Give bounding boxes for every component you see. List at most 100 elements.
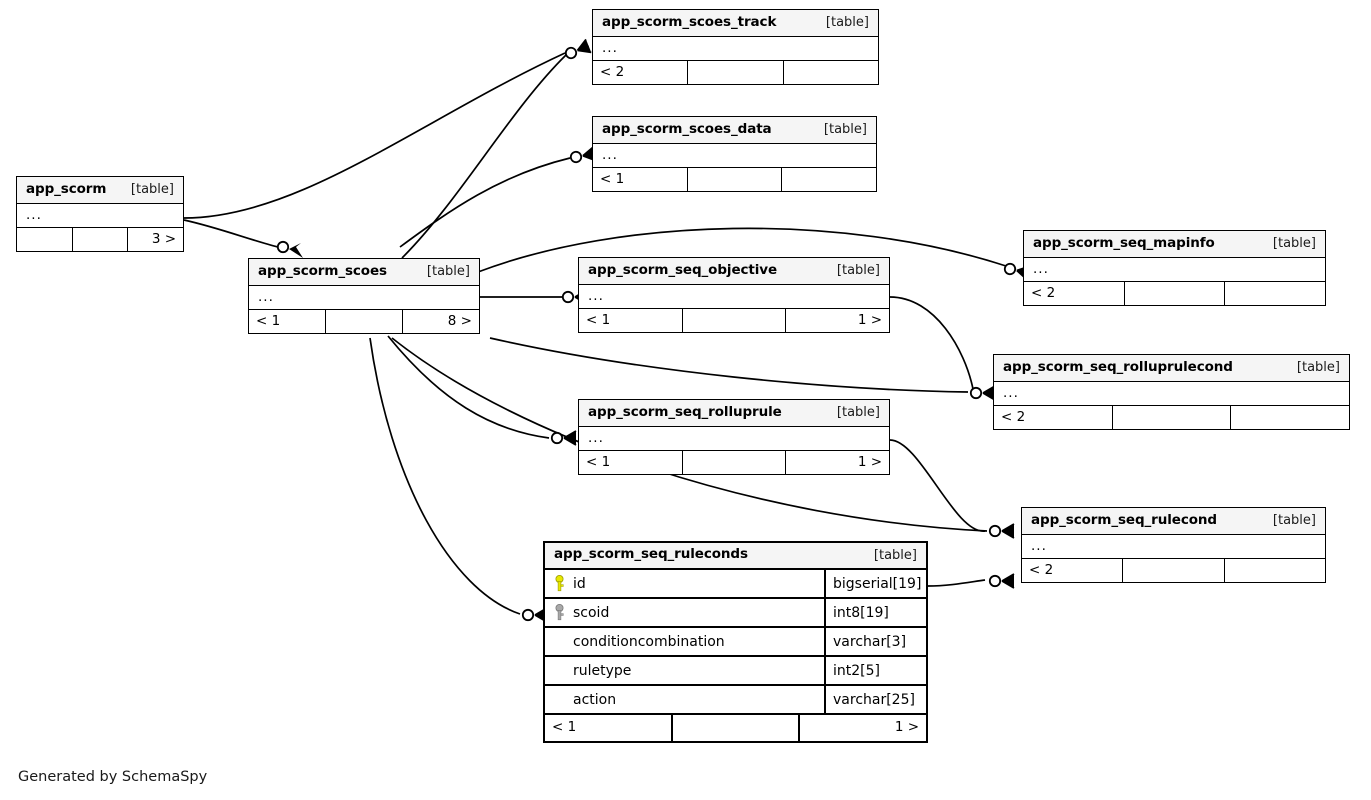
table-columns-collapsed[interactable]: ...: [17, 204, 183, 228]
table-columns-collapsed[interactable]: ...: [994, 382, 1349, 406]
table-title: app_scorm_scoes_track: [602, 13, 777, 30]
table-footer: < 2: [593, 61, 878, 84]
column-type: int2[5]: [833, 662, 880, 679]
table-kind-label: [table]: [873, 547, 917, 563]
table-footer: 3 >: [17, 228, 183, 251]
footer-middle: [1113, 406, 1232, 429]
table-row[interactable]: action varchar[25]: [545, 686, 926, 715]
table-title: app_scorm_seq_rolluprulecond: [1003, 358, 1233, 375]
table-node-app-scorm-seq-objective[interactable]: app_scorm_seq_objective [table] ... < 1 …: [578, 257, 890, 333]
column-name: id: [573, 575, 586, 592]
table-title: app_scorm_seq_rulecond: [1031, 511, 1217, 528]
table-row[interactable]: id bigserial[19]: [545, 570, 926, 599]
footer-children-count: [1231, 406, 1349, 429]
table-header: app_scorm_seq_ruleconds [table]: [545, 543, 926, 570]
table-node-app-scorm-seq-rolluprule[interactable]: app_scorm_seq_rolluprule [table] ... < 1…: [578, 399, 890, 475]
column-type: bigserial[19]: [833, 575, 922, 592]
footer-middle: [326, 310, 403, 333]
footer-children-count: 1 >: [857, 453, 883, 470]
footer-children-count: 8 >: [447, 312, 472, 329]
table-footer: < 2: [994, 406, 1349, 429]
generated-by-credit: Generated by SchemaSpy: [18, 769, 208, 785]
footer-middle: [1123, 559, 1225, 582]
table-columns-collapsed[interactable]: ...: [1024, 258, 1325, 282]
footer-children-count: [782, 168, 876, 191]
table-columns-collapsed[interactable]: ...: [1022, 535, 1325, 559]
footer-middle: [683, 451, 787, 474]
table-node-app-scorm-seq-ruleconds[interactable]: app_scorm_seq_ruleconds [table] id bigse…: [543, 541, 928, 743]
table-columns-collapsed[interactable]: ...: [249, 286, 479, 310]
table-header: app_scorm_seq_rulecond [table]: [1022, 508, 1325, 535]
column-name: scoid: [573, 604, 610, 621]
table-row[interactable]: conditioncombination varchar[3]: [545, 628, 926, 657]
foreign-key-icon: [553, 604, 566, 621]
table-kind-label: [table]: [836, 263, 880, 278]
table-node-app-scorm-seq-mapinfo[interactable]: app_scorm_seq_mapinfo [table] ... < 2: [1023, 230, 1326, 306]
table-kind-label: [table]: [1272, 513, 1316, 528]
footer-children-count: [1225, 559, 1325, 582]
table-kind-label: [table]: [130, 182, 174, 197]
table-title: app_scorm_seq_objective: [588, 261, 778, 278]
footer-parents-count: < 1: [579, 451, 683, 474]
table-kind-label: [table]: [836, 405, 880, 420]
column-type: varchar[25]: [833, 691, 915, 708]
table-node-app-scorm-seq-rulecond[interactable]: app_scorm_seq_rulecond [table] ... < 2: [1021, 507, 1326, 583]
table-header: app_scorm_seq_rolluprulecond [table]: [994, 355, 1349, 382]
table-title: app_scorm_scoes_data: [602, 120, 772, 137]
column-name-cell: scoid: [545, 599, 826, 626]
table-footer: < 1 8 >: [249, 310, 479, 333]
table-columns-collapsed[interactable]: ...: [593, 144, 876, 168]
footer-middle: [673, 715, 801, 741]
table-kind-label: [table]: [1296, 360, 1340, 375]
column-name-cell: ruletype: [545, 657, 826, 684]
table-footer: < 1 1 >: [579, 451, 889, 474]
table-node-app-scorm-seq-rolluprulecond[interactable]: app_scorm_seq_rolluprulecond [table] ...…: [993, 354, 1350, 430]
table-columns-collapsed[interactable]: ...: [593, 37, 878, 61]
footer-children-count: [784, 61, 878, 84]
column-name: conditioncombination: [573, 633, 725, 650]
table-node-app-scorm[interactable]: app_scorm [table] ... 3 >: [16, 176, 184, 252]
table-node-app-scorm-scoes-data[interactable]: app_scorm_scoes_data [table] ... < 1: [592, 116, 877, 192]
footer-children-count: 3 >: [151, 230, 177, 247]
table-footer: < 1 1 >: [545, 715, 926, 741]
footer-middle: [688, 168, 783, 191]
table-kind-label: [table]: [1272, 236, 1316, 251]
table-title: app_scorm_seq_mapinfo: [1033, 234, 1215, 251]
footer-parents-count: < 2: [994, 406, 1113, 429]
column-name: action: [573, 691, 617, 708]
column-name: ruletype: [573, 662, 632, 679]
table-title: app_scorm_seq_ruleconds: [554, 546, 748, 563]
footer-parents-count: < 2: [1022, 559, 1124, 582]
column-name-cell: conditioncombination: [545, 628, 826, 655]
table-footer: < 1: [593, 168, 876, 191]
scoes-incoming-arrow: [276, 240, 303, 258]
primary-key-icon: [553, 575, 566, 592]
footer-children-count: 1 >: [894, 719, 920, 736]
footer-middle: [73, 228, 129, 251]
table-footer: < 1 1 >: [579, 309, 889, 332]
table-kind-label: [table]: [825, 15, 869, 30]
footer-parents-count: < 2: [593, 61, 689, 84]
table-row[interactable]: scoid int8[19]: [545, 599, 926, 628]
footer-parents-count: < 1: [593, 168, 688, 191]
table-node-app-scorm-scoes-track[interactable]: app_scorm_scoes_track [table] ... < 2: [592, 9, 879, 85]
footer-parents-count: < 1: [249, 310, 326, 333]
table-row[interactable]: ruletype int2[5]: [545, 657, 926, 686]
table-footer: < 2: [1022, 559, 1325, 582]
table-header: app_scorm_seq_objective [table]: [579, 258, 889, 285]
column-name-cell: action: [545, 686, 826, 713]
table-node-app-scorm-scoes[interactable]: app_scorm_scoes [table] ... < 1 8 >: [248, 258, 480, 334]
column-name-cell: id: [545, 570, 826, 597]
table-header: app_scorm_seq_mapinfo [table]: [1024, 231, 1325, 258]
table-header: app_scorm_seq_rolluprule [table]: [579, 400, 889, 427]
column-type: varchar[3]: [833, 633, 907, 650]
table-title: app_scorm_scoes: [258, 262, 387, 279]
table-columns-collapsed[interactable]: ...: [579, 285, 889, 309]
table-header: app_scorm_scoes_data [table]: [593, 117, 876, 144]
table-kind-label: [table]: [426, 264, 470, 279]
table-title: app_scorm: [26, 180, 107, 197]
table-kind-label: [table]: [823, 122, 867, 137]
footer-parents-count: < 1: [545, 715, 673, 741]
table-columns-collapsed[interactable]: ...: [579, 427, 889, 451]
